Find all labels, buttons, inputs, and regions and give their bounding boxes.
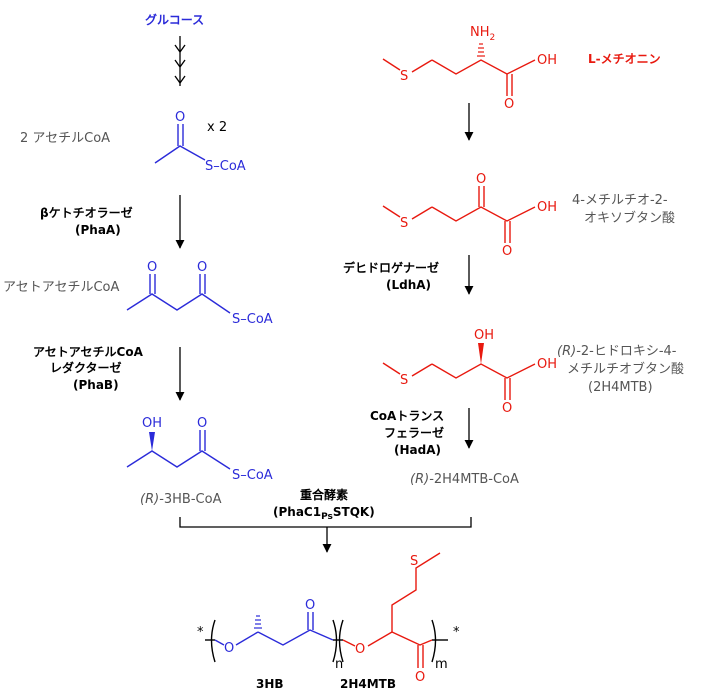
polymer-brackets: [205, 619, 448, 663]
enzyme-phab-line2: レダクターゼ: [50, 360, 122, 375]
acetyl-coa-oxygen: O: [175, 110, 185, 125]
polymer-2h4mtb-unit: [342, 552, 441, 668]
enzyme-hada-line2: フェラーゼ: [384, 425, 444, 440]
polymer-3hb-hash-bond: [254, 615, 262, 629]
acetoacetyl-coa-label: アセトアセチルCoA: [3, 280, 120, 295]
acetyl-coa-structure: [154, 124, 206, 164]
polymer-end-left: *: [197, 625, 204, 640]
kmtb-structure: [382, 186, 536, 243]
polymer-3hb-unit: [214, 612, 334, 646]
enzyme-ldha-gene: (LdhA): [386, 278, 431, 292]
polymer-2h4mtb-ester-oxygen: O: [355, 642, 365, 657]
acetoacetyl-coa-structure: [126, 274, 231, 314]
merge-bracket: [179, 517, 472, 528]
methionine-hash-bond: [477, 43, 485, 57]
enzyme-hada-line1: CoAトランス: [370, 409, 444, 423]
h4mtb-hydroxyl-2: OH: [474, 328, 494, 343]
acetyl-coa-label: 2 アセチルCoA: [20, 131, 110, 146]
polymerase-gene: (PhaC1PsSTQK): [273, 505, 375, 522]
glucose-label: グルコース: [145, 12, 204, 27]
kmtb-oxygen-keto: O: [476, 172, 486, 187]
methionine-structure: [382, 58, 536, 96]
polymer-2h4mtb-sulfur: S: [410, 554, 418, 569]
kmtb-sulfur: S: [400, 216, 408, 231]
h4mtb-label-line1: (R)-2-ヒドロキシ-4-: [557, 344, 677, 359]
kmtb-oxygen-acid: O: [502, 244, 512, 259]
polymer-subscript-m: m: [435, 657, 448, 672]
methionine-label: L-メチオニン: [588, 52, 661, 66]
hb-coa-structure: [126, 430, 231, 470]
methionine-sulfur: S: [400, 69, 408, 84]
enzyme-phaa-gene: (PhaA): [75, 223, 121, 237]
hb-coa-wedge: [149, 432, 155, 451]
h4mtb-label-line3: (2H4MTB): [588, 380, 653, 395]
polymer-2h4mtb-carbonyl-oxygen: O: [415, 670, 425, 685]
polymerase-name: 重合酵素: [300, 487, 348, 502]
kmtb-label-line1: 4-メチルチオ-2-: [572, 193, 668, 208]
h4mtb-label-line2: メチルチオブタン酸: [567, 361, 684, 377]
hb-coa-label: (R)-3HB-CoA: [140, 492, 222, 507]
acetoacetyl-coa-group: S–CoA: [232, 312, 273, 327]
methionine-hydroxyl: OH: [537, 53, 557, 68]
h4mtb-coa-label: (R)-2H4MTB-CoA: [410, 472, 519, 487]
h4mtb-hydroxyl-acid: OH: [537, 357, 557, 372]
acetoacetyl-coa-oxygen-2: O: [197, 260, 207, 275]
enzyme-ldha-name: デヒドロゲナーゼ: [343, 260, 439, 275]
multi-step-arrow: [174, 36, 186, 86]
h4mtb-oxygen: O: [502, 401, 512, 416]
h4mtb-wedge: [478, 343, 484, 364]
acetoacetyl-coa-oxygen-1: O: [147, 260, 157, 275]
enzyme-phaa-name: βケトチオラーゼ: [40, 205, 133, 220]
acetyl-coa-multiplier: x 2: [207, 120, 227, 135]
acetyl-coa-group: S–CoA: [205, 159, 246, 174]
kmtb-hydroxyl: OH: [537, 200, 557, 215]
polymer-unit-3hb-label: 3HB: [256, 677, 284, 691]
hb-coa-group: S–CoA: [232, 468, 273, 483]
enzyme-phab-gene: (PhaB): [73, 378, 119, 392]
methionine-oxygen: O: [504, 97, 514, 112]
h4mtb-sulfur: S: [400, 373, 408, 388]
polymer-3hb-carbonyl-oxygen: O: [305, 598, 315, 613]
enzyme-phab-line1: アセトアセチルCoA: [33, 345, 144, 359]
methionine-nh2: NH2: [470, 25, 495, 43]
polymer-subscript-n: n: [335, 657, 343, 672]
polymer-unit-2h4mtb-label: 2H4MTB: [340, 677, 396, 691]
hb-coa-hydroxyl: OH: [142, 416, 162, 431]
hb-coa-oxygen: O: [197, 416, 207, 431]
kmtb-label-line2: オキソブタン酸: [584, 210, 675, 226]
enzyme-hada-gene: (HadA): [394, 443, 441, 457]
polymer-3hb-ester-oxygen: O: [224, 641, 234, 656]
polymer-end-right: *: [453, 625, 460, 640]
